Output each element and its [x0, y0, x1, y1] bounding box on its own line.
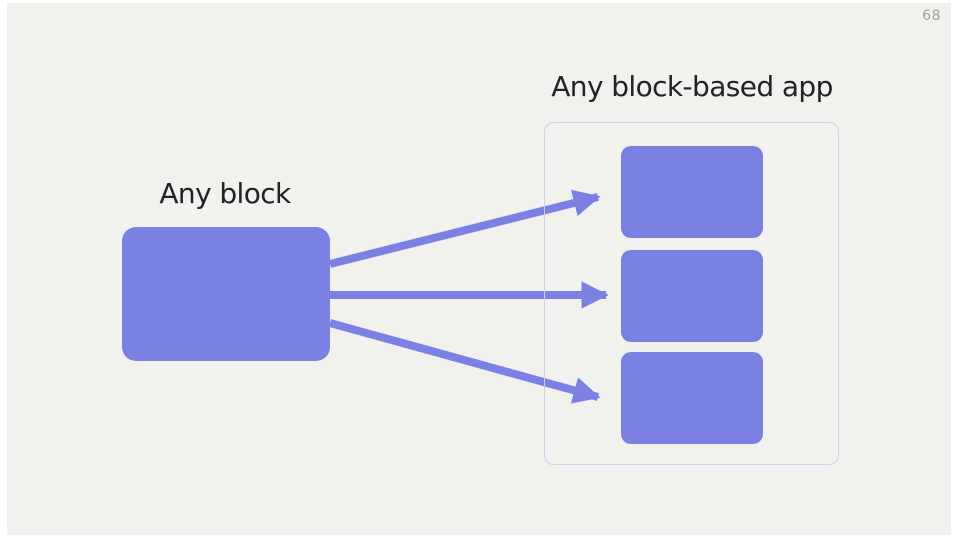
app-container [544, 122, 839, 465]
page-number: 68 [922, 8, 941, 24]
source-block [122, 227, 330, 361]
app-block [621, 352, 763, 444]
app-block [621, 146, 763, 238]
app-block [621, 250, 763, 342]
source-block-label: Any block [159, 177, 291, 210]
target-app-title: Any block-based app [551, 70, 833, 103]
